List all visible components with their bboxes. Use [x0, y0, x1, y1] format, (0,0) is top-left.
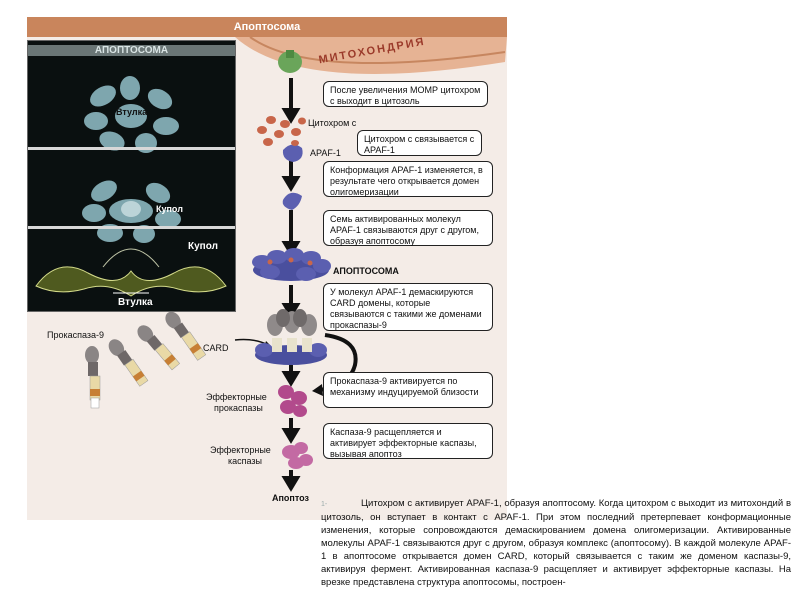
inset-hub-label-1: Втулка — [116, 107, 148, 117]
inset-images — [28, 76, 235, 297]
inset-dome-label-2: Купол — [188, 241, 218, 252]
apoptosis-label: Апоптоз — [272, 493, 310, 503]
procaspase-9-label: Прокаспаза-9 — [47, 330, 105, 340]
figure-caption: 1-Цитохром c активирует APAF-1, образуя … — [321, 497, 791, 589]
card-label: CARD — [203, 343, 229, 353]
step6-box: Прокаспаза-9 активируется по механизму и… — [323, 372, 493, 408]
apoptosome-label: АПОПТОСОМА — [333, 266, 399, 276]
inset-title: АПОПТОСОМА — [28, 45, 235, 56]
effector-procaspases-label-2: прокаспазы — [214, 403, 263, 413]
figure-number: 1- — [321, 501, 328, 508]
cytochrome-c-label: Цитохром c — [308, 118, 357, 128]
step5-box: У молекул APAF-1 демаскируются CARD доме… — [323, 283, 493, 331]
apoptosome-structure-inset: АПОПТОСОМА Втулка — [27, 40, 236, 312]
caption-text: Цитохром c активирует APAF-1, образуя ап… — [321, 498, 791, 588]
step3-box: Конформация APAF-1 изменяется, в результ… — [323, 161, 493, 197]
effector-caspases-label-1: Эффекторные — [210, 445, 271, 455]
effector-procaspases-label-1: Эффекторные — [206, 392, 267, 402]
step2-box: Цитохром c связывается с APAF-1 — [357, 130, 482, 156]
effector-caspases-label-2: каспазы — [228, 456, 263, 466]
inset-dome-label-1: Купол — [156, 204, 183, 214]
inset-hub-label-2: Втулка — [118, 297, 153, 308]
step4-box: Семь активированных молекул APAF-1 связы… — [323, 210, 493, 246]
apaf1-label: APAF-1 — [310, 148, 341, 158]
step7-box: Каспаза-9 расщепляется и активирует эффе… — [323, 423, 493, 459]
step1-box: После увеличения МОМР цитохром c выходит… — [323, 81, 488, 107]
figure-title: Апоптосома — [27, 17, 507, 37]
